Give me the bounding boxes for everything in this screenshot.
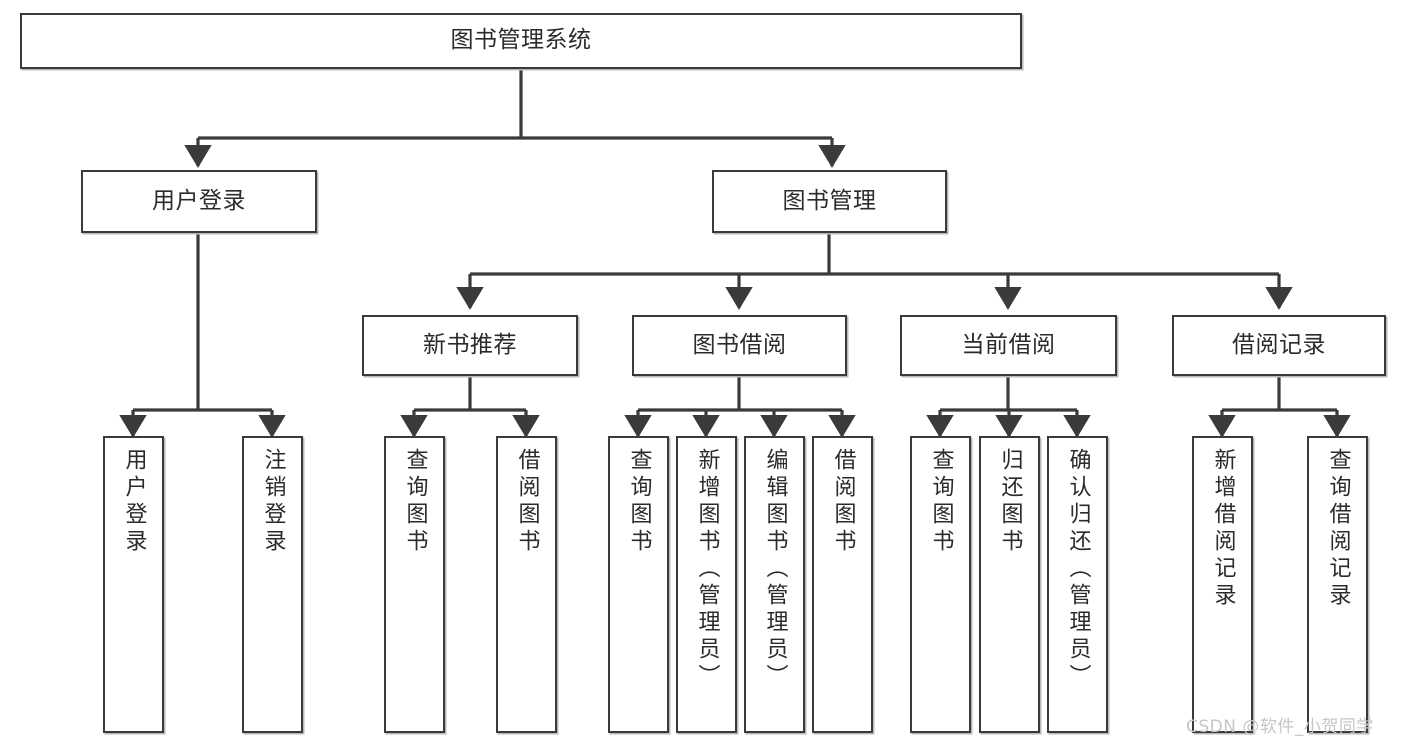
leaf-query-borrow-record-label: 查询借阅记录 (1325, 448, 1351, 610)
leaf-query-book-borrow[interactable]: 查询图书 (608, 436, 669, 733)
node-book-management[interactable]: 图书管理 (712, 170, 947, 233)
leaf-add-book-admin[interactable]: 新增图书（管理员） (676, 436, 737, 733)
leaf-confirm-return-admin[interactable]: 确认归还（管理员） (1047, 436, 1108, 733)
leaf-edit-book-admin[interactable]: 编辑图书（管理员） (744, 436, 805, 733)
leaf-add-borrow-record-label: 新增借阅记录 (1210, 448, 1236, 610)
leaf-query-borrow-record[interactable]: 查询借阅记录 (1307, 436, 1368, 733)
leaf-edit-book-admin-label: 编辑图书（管理员） (762, 448, 788, 691)
leaf-add-borrow-record[interactable]: 新增借阅记录 (1192, 436, 1253, 733)
leaf-return-book[interactable]: 归还图书 (979, 436, 1040, 733)
leaf-query-book-borrow-label: 查询图书 (626, 448, 652, 556)
leaf-user-login[interactable]: 用户登录 (103, 436, 164, 733)
node-borrow-record-label: 借阅记录 (1232, 331, 1326, 358)
leaf-add-book-admin-label: 新增图书（管理员） (694, 448, 720, 691)
leaf-query-book-rec[interactable]: 查询图书 (384, 436, 445, 733)
node-book-borrow[interactable]: 图书借阅 (632, 315, 847, 376)
node-new-book-recommend[interactable]: 新书推荐 (362, 315, 578, 376)
node-user-login[interactable]: 用户登录 (81, 170, 317, 233)
leaf-borrow-book[interactable]: 借阅图书 (812, 436, 873, 733)
csdn-watermark: CSDN @软件_小贺同学 (1186, 717, 1374, 737)
leaf-borrow-book-rec-label: 借阅图书 (514, 448, 540, 556)
leaf-borrow-book-rec[interactable]: 借阅图书 (496, 436, 557, 733)
leaf-confirm-return-admin-label: 确认归还（管理员） (1065, 448, 1091, 691)
leaf-query-book-current[interactable]: 查询图书 (910, 436, 971, 733)
leaf-borrow-book-label: 借阅图书 (830, 448, 856, 556)
node-new-book-recommend-label: 新书推荐 (423, 331, 517, 358)
leaf-query-book-rec-label: 查询图书 (402, 448, 428, 556)
node-root-label: 图书管理系统 (450, 27, 592, 54)
node-current-borrow[interactable]: 当前借阅 (900, 315, 1117, 376)
leaf-query-book-current-label: 查询图书 (928, 448, 954, 556)
leaf-user-login-label: 用户登录 (121, 448, 147, 556)
node-user-login-label: 用户登录 (152, 187, 246, 214)
node-current-borrow-label: 当前借阅 (961, 331, 1056, 358)
node-borrow-record[interactable]: 借阅记录 (1172, 315, 1386, 376)
node-book-management-label: 图书管理 (782, 187, 877, 214)
leaf-logout-login-label: 注销登录 (260, 448, 286, 556)
node-book-borrow-label: 图书借阅 (692, 331, 787, 358)
node-root[interactable]: 图书管理系统 (20, 13, 1022, 69)
leaf-logout-login[interactable]: 注销登录 (242, 436, 303, 733)
leaf-return-book-label: 归还图书 (997, 448, 1023, 556)
